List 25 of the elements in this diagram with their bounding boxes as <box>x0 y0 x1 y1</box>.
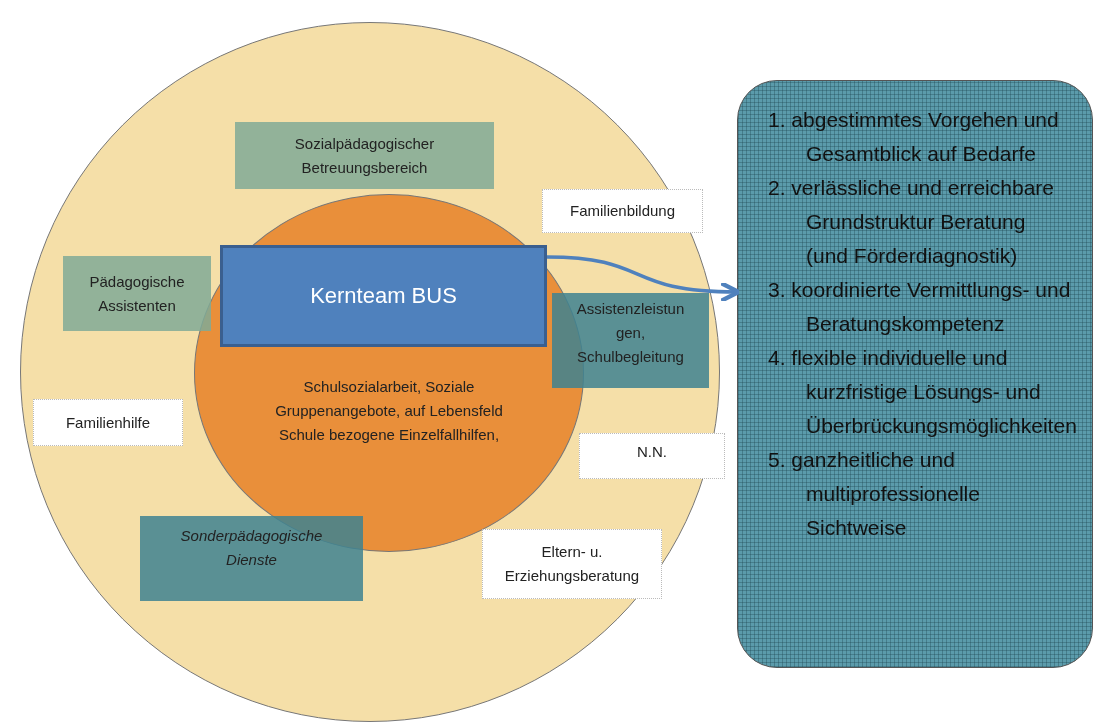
service-box <box>542 189 703 233</box>
box-label: Familienhilfe <box>65 412 151 433</box>
service-box <box>235 122 494 189</box>
service-box <box>63 256 211 331</box>
service-box <box>579 433 725 479</box>
box-label: N.N. <box>637 442 667 462</box>
box-label: Sonderpädagogische Dienste <box>179 526 324 570</box>
service-box <box>33 399 183 446</box>
list-item: 3. koordinierte Vermittlungs- und Beratungskompetenz <box>768 277 1072 337</box>
arrow <box>546 255 741 303</box>
goals-panel <box>737 80 1093 668</box>
box-label: Assistenzleistun gen, Schulbegleitung <box>575 299 686 367</box>
list-item: 1. abgestimmtes Vorgehen und Gesamtblick auf Bedarfe <box>768 107 1060 167</box>
service-box <box>552 293 709 388</box>
box-title: Kernteam BUS <box>310 284 457 308</box>
circle-text: Schulsozialarbeit, Soziale Gruppenangebote, auf Lebensfeld Schule bezogene Einzelfallhilfen, <box>274 377 504 445</box>
list-item: 5. ganzheitliche und multiprofessionelle Sichtweise <box>768 447 981 541</box>
box-label: Familienbildung <box>569 201 676 221</box>
box-label: Eltern- u. Erziehungsberatung <box>503 542 641 586</box>
list-item: 2. verlässliche und erreichbare Grundstruktur Beratung (und Förderdiagnostik) <box>768 175 1055 269</box>
box-label: Pädagogische Assistenten <box>88 271 186 316</box>
core-team-box <box>220 245 547 347</box>
box-label: Sozialpädagogischer Betreuungsbereich <box>293 133 436 178</box>
service-box <box>140 516 363 601</box>
service-box <box>482 529 662 599</box>
